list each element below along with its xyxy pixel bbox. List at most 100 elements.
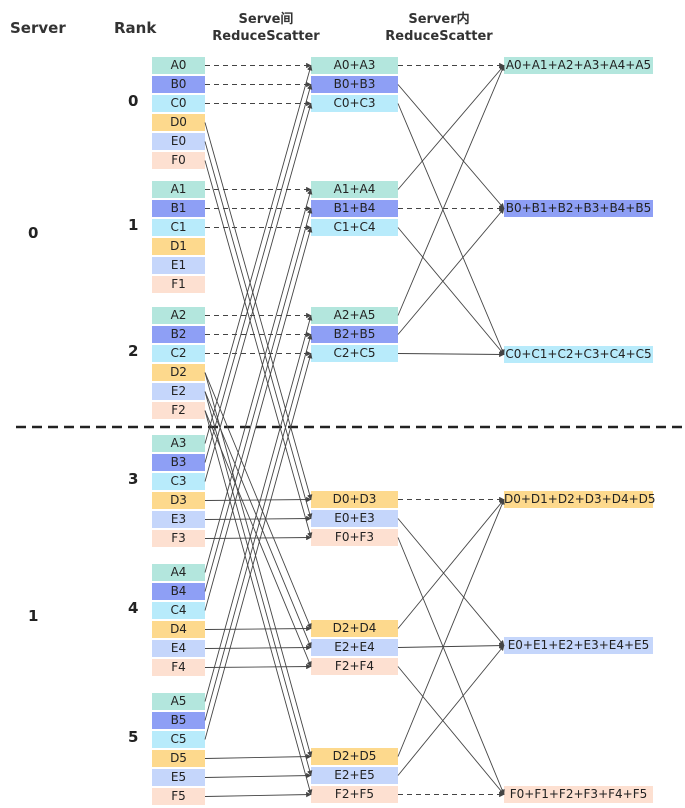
rank-cell-b5: B5 (152, 712, 205, 729)
rank-cell-e4: E4 (152, 640, 205, 657)
link-f0+f3-to-final (397, 537, 505, 795)
final-sum-b: B0+B1+B2+B3+B4+B5 (504, 200, 653, 217)
partial-sum-0-1: B0+B3 (311, 76, 398, 93)
partial-sum-2-2: C2+C5 (311, 345, 398, 362)
link-a3-to-a0+a3 (204, 64, 313, 444)
rank-cell-c1: C1 (152, 219, 205, 236)
partial-sum-2-1: B2+B5 (311, 326, 398, 343)
rank-cell-e0: E0 (152, 133, 205, 150)
rank-cell-d0: D0 (152, 114, 205, 131)
rank-cell-d1: D1 (152, 238, 205, 255)
rank-label-3: 3 (128, 470, 139, 488)
rank-cell-a3: A3 (152, 435, 205, 452)
link-f4-to-f2+f4 (204, 663, 312, 670)
link-c5-to-c2+c5 (204, 352, 313, 740)
link-b0+b3-to-final (397, 84, 505, 209)
rank-cell-c4: C4 (152, 602, 205, 619)
link-d5-to-d2+d5 (204, 753, 312, 760)
partial-sum-1-2: C1+C4 (311, 219, 398, 236)
rank-cell-b2: B2 (152, 326, 205, 343)
rank-cell-a4: A4 (152, 564, 205, 581)
rank-cell-d4: D4 (152, 621, 205, 638)
link-b4-to-b1+b4 (204, 207, 313, 592)
link-c1+c4-to-final (397, 227, 505, 355)
link-b3-to-b0+b3 (204, 83, 313, 463)
partial-sum-1-0: A1+A4 (311, 181, 398, 198)
link-e0+e3-to-final (397, 518, 505, 646)
rank-cell-c5: C5 (152, 731, 205, 748)
link-f0-to-f0+f3 (204, 160, 313, 539)
link-f2-to-f2+f4 (204, 410, 312, 667)
partial-sum-3-2: F0+F3 (311, 529, 398, 546)
link-d4-to-d2+d4 (204, 625, 312, 632)
link-e0-to-e0+e3 (204, 141, 313, 520)
rank-cell-e3: E3 (152, 511, 205, 528)
rank-label-0: 0 (128, 92, 139, 110)
link-a1+a4-to-final (397, 65, 505, 190)
partial-sum-4-1: E2+E4 (311, 639, 398, 656)
intra-server-header: Server内 ReduceScatter (380, 11, 498, 45)
rank-cell-d5: D5 (152, 750, 205, 767)
link-d2-to-d2+d5 (204, 372, 313, 758)
link-e4-to-e2+e4 (204, 644, 312, 651)
final-sum-a: A0+A1+A2+A3+A4+A5 (504, 57, 653, 74)
rank-cell-a2: A2 (152, 307, 205, 324)
partial-sum-1-1: B1+B4 (311, 200, 398, 217)
link-e2-to-e2+e4 (204, 391, 312, 648)
link-c3-to-c0+c3 (204, 102, 313, 482)
link-d2+d5-to-final (397, 499, 505, 757)
rank-cell-b1: B1 (152, 200, 205, 217)
link-c4-to-c1+c4 (204, 226, 313, 611)
rank-cell-e5: E5 (152, 769, 205, 786)
link-b2+b5-to-final (397, 208, 505, 335)
partial-sum-2-0: A2+A5 (311, 307, 398, 324)
final-sum-d: D0+D1+D2+D3+D4+D5 (504, 491, 656, 508)
partial-sum-5-2: F2+F5 (311, 786, 398, 803)
link-f2+f4-to-final (397, 666, 505, 795)
final-sum-f: F0+F1+F2+F3+F4+F5 (504, 786, 653, 803)
link-a5-to-a2+a5 (204, 314, 313, 702)
rank-cell-f2: F2 (152, 402, 205, 419)
partial-sum-4-0: D2+D4 (311, 620, 398, 637)
intra-server-title-line1: Server内 (408, 12, 470, 27)
rank-cell-d3: D3 (152, 492, 205, 509)
server-header: Server (10, 19, 66, 37)
final-sum-e: E0+E1+E2+E3+E4+E5 (504, 637, 653, 654)
link-e2+e4-to-final (397, 642, 505, 649)
link-c2+c5-to-final (397, 351, 505, 358)
rank-cell-c2: C2 (152, 345, 205, 362)
rank-label-5: 5 (128, 728, 139, 746)
rank-cell-a1: A1 (152, 181, 205, 198)
intra-server-title-line2: ReduceScatter (385, 29, 493, 44)
link-e2-to-e2+e5 (204, 391, 313, 777)
partial-sum-0-2: C0+C3 (311, 95, 398, 112)
rank-cell-f5: F5 (152, 788, 205, 805)
rank-cell-d2: D2 (152, 364, 205, 381)
rank-cell-a5: A5 (152, 693, 205, 710)
partial-sum-5-1: E2+E5 (311, 767, 398, 784)
rank-cell-f1: F1 (152, 276, 205, 293)
partial-sum-3-0: D0+D3 (311, 491, 398, 508)
rank-cell-c3: C3 (152, 473, 205, 490)
link-f5-to-f2+f5 (204, 791, 312, 798)
link-d2-to-d2+d4 (204, 372, 312, 629)
rank-cell-b4: B4 (152, 583, 205, 600)
rank-cell-f3: F3 (152, 530, 205, 547)
link-b5-to-b2+b5 (204, 333, 313, 721)
final-sum-c: C0+C1+C2+C3+C4+C5 (504, 346, 653, 363)
link-d2+d4-to-final (397, 499, 505, 629)
rank-header: Rank (114, 19, 157, 37)
rank-cell-b0: B0 (152, 76, 205, 93)
rank-cell-c0: C0 (152, 95, 205, 112)
link-f2-to-f2+f5 (204, 410, 313, 796)
rank-label-4: 4 (128, 599, 139, 617)
inter-server-title-line2: ReduceScatter (212, 29, 320, 44)
rank-cell-e2: E2 (152, 383, 205, 400)
rank-cell-f4: F4 (152, 659, 205, 676)
link-a4-to-a1+a4 (204, 188, 313, 573)
server-label-0: 0 (28, 224, 39, 242)
partial-sum-0-0: A0+A3 (311, 57, 398, 74)
rank-cell-a0: A0 (152, 57, 205, 74)
inter-server-title-line1: Serve间 (238, 12, 294, 27)
